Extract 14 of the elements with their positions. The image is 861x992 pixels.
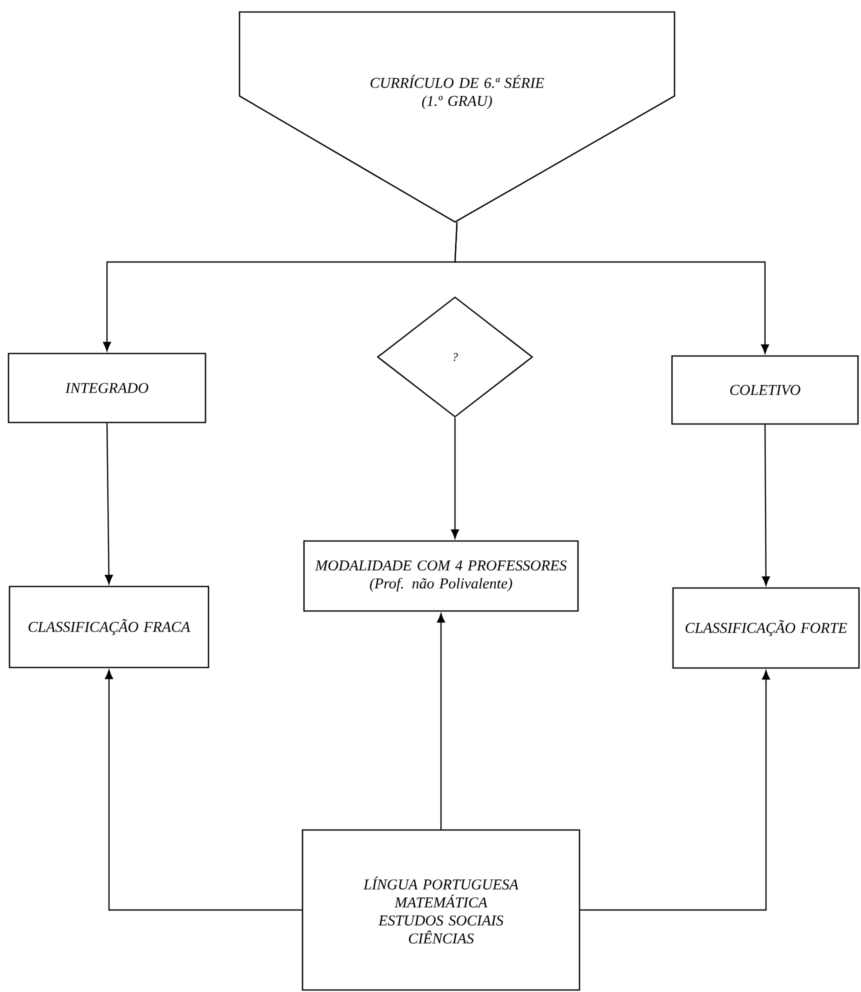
- process-box: INTEGRADO: [8, 352, 206, 424]
- process-box: CLASSIFICAÇÃO FORTE: [672, 587, 860, 669]
- process-box: COLETIVO: [671, 355, 859, 425]
- arrow: [451, 418, 460, 539]
- pentagon-box: CURRÍCULO DE 6.ª SÉRIE (1.º GRAU): [238, 11, 676, 223]
- arrow: [580, 670, 770, 911]
- arrow: [437, 613, 446, 830]
- arrow: [762, 424, 770, 586]
- process-box: MODALIDADE COM 4 PROFESSORES (Prof. não Polivalente): [303, 540, 579, 612]
- arrow: [105, 670, 302, 911]
- process-box: CLASSIFICAÇÃO FRACA: [8, 586, 210, 668]
- arrow: [104, 423, 113, 584]
- arrow: [454, 222, 770, 354]
- subject-box: LÍNGUA PORTUGUESA MATEMÁTICA ESTUDOS SOCIAIS CIÊNCIAS: [302, 829, 580, 991]
